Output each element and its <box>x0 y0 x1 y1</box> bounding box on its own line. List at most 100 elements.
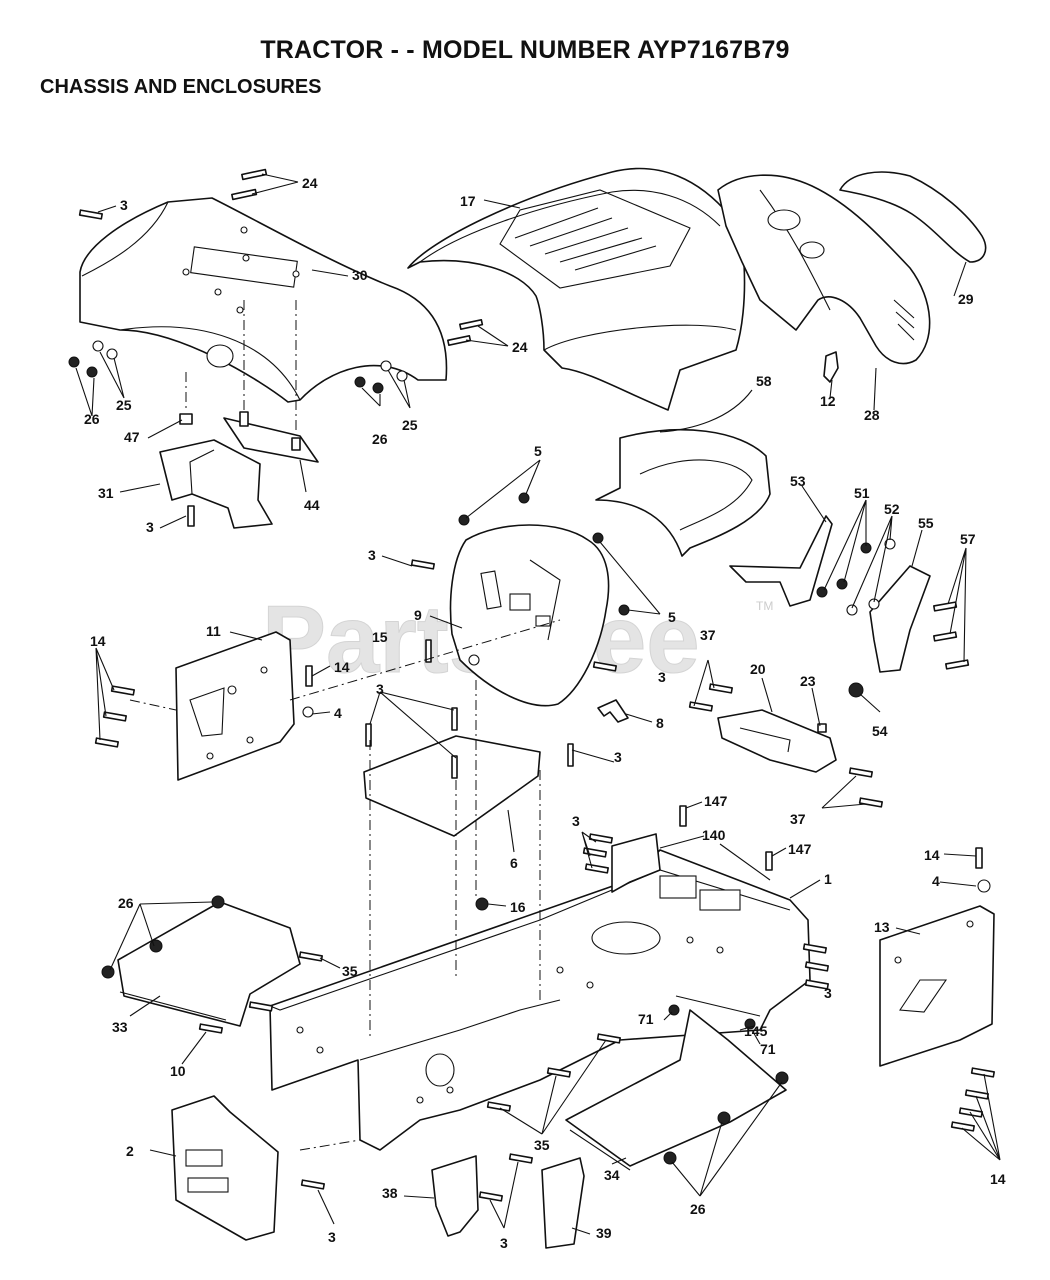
callout-17: 17 <box>460 193 476 209</box>
footrest-33[interactable] <box>117 901 301 1027</box>
callout-37: 37 <box>790 811 806 827</box>
callout-8: 8 <box>656 715 664 731</box>
callout-33: 33 <box>112 1019 128 1035</box>
callout-3: 3 <box>120 197 128 213</box>
callout-4: 4 <box>334 705 342 721</box>
callout-29: 29 <box>958 291 974 307</box>
bracket-31[interactable] <box>159 439 273 529</box>
callout-26: 26 <box>118 895 134 911</box>
bracket-39[interactable] <box>541 1157 585 1249</box>
callout-1: 1 <box>824 871 832 887</box>
callout-14: 14 <box>924 847 940 863</box>
nut-51c[interactable] <box>816 586 828 598</box>
callout-3: 3 <box>376 681 384 697</box>
callout-147: 147 <box>704 793 728 809</box>
nut-51b[interactable] <box>836 578 848 590</box>
callout-3: 3 <box>368 547 376 563</box>
callout-24: 24 <box>512 339 528 355</box>
callout-25: 25 <box>402 417 418 433</box>
callout-34: 34 <box>604 1167 620 1183</box>
callout-15: 15 <box>372 629 388 645</box>
callout-16: 16 <box>510 899 526 915</box>
plate-44[interactable] <box>223 411 319 463</box>
callout-47: 47 <box>124 429 140 445</box>
callout-6: 6 <box>510 855 518 871</box>
footrest-34[interactable] <box>565 1009 787 1171</box>
callout-5: 5 <box>534 443 542 459</box>
bolt-147a[interactable] <box>679 805 687 827</box>
callout-13: 13 <box>874 919 890 935</box>
dash-panel-30[interactable] <box>79 197 448 403</box>
callout-5: 5 <box>668 609 676 625</box>
callout-14: 14 <box>990 1171 1006 1187</box>
leader-lines <box>75 173 1001 1235</box>
front-bracket-2[interactable] <box>171 1095 279 1241</box>
callout-145: 145 <box>744 1023 768 1039</box>
bracket-38[interactable] <box>431 1155 479 1237</box>
washer-52b[interactable] <box>868 598 880 610</box>
callout-38: 38 <box>382 1185 398 1201</box>
callout-14: 14 <box>334 659 350 675</box>
nut-5c[interactable] <box>618 604 630 616</box>
callout-3: 3 <box>572 813 580 829</box>
callout-39: 39 <box>596 1225 612 1241</box>
callout-28: 28 <box>864 407 880 423</box>
callout-3: 3 <box>658 669 666 685</box>
callout-12: 12 <box>820 393 836 409</box>
washer-52c[interactable] <box>846 604 858 616</box>
callout-2: 2 <box>126 1143 134 1159</box>
callout-58: 58 <box>756 373 772 389</box>
callout-24: 24 <box>302 175 318 191</box>
callout-11: 11 <box>206 623 221 639</box>
callout-26: 26 <box>372 431 388 447</box>
nut-5b[interactable] <box>592 532 604 544</box>
callout-26: 26 <box>84 411 100 427</box>
bracket-53[interactable] <box>729 515 833 607</box>
bolt-147b[interactable] <box>765 851 773 871</box>
callout-26: 26 <box>690 1201 706 1217</box>
callout-71: 71 <box>760 1041 776 1057</box>
baffle-58[interactable] <box>595 429 771 557</box>
svg-text:TM: TM <box>756 599 773 613</box>
hood-17[interactable] <box>407 167 746 411</box>
nose-cap-29[interactable] <box>839 171 987 263</box>
clamp-8[interactable] <box>597 699 629 723</box>
side-panel-13[interactable] <box>879 905 995 1067</box>
callout-71: 71 <box>638 1011 654 1027</box>
bracket-12[interactable] <box>823 351 839 383</box>
knob-54[interactable] <box>848 682 864 698</box>
page-title: TRACTOR - - MODEL NUMBER AYP7167B79 <box>260 36 790 64</box>
nut-5a[interactable] <box>518 492 530 504</box>
callout-54: 54 <box>872 723 888 739</box>
rod-145[interactable] <box>675 995 761 1017</box>
nut-16[interactable] <box>475 897 489 911</box>
callout-14: 14 <box>90 633 106 649</box>
callout-4: 4 <box>932 873 940 889</box>
bracket-20[interactable] <box>717 709 837 773</box>
callout-3: 3 <box>146 519 154 535</box>
side-panel-11[interactable] <box>175 631 295 781</box>
callout-labels: 24 3 17 30 24 29 25 26 25 26 12 28 58 47… <box>84 175 1006 1251</box>
callout-3: 3 <box>614 749 622 765</box>
dash-tower-9[interactable] <box>449 524 610 707</box>
callout-3: 3 <box>500 1235 508 1251</box>
callout-55: 55 <box>918 515 934 531</box>
callout-30: 30 <box>352 267 368 283</box>
plate-6[interactable] <box>363 735 541 837</box>
grommet-47[interactable] <box>179 413 193 425</box>
bracket-55[interactable] <box>869 565 931 673</box>
callout-44: 44 <box>304 497 320 513</box>
callout-23: 23 <box>800 673 816 689</box>
callout-10: 10 <box>170 1063 186 1079</box>
fasteners <box>68 168 995 1202</box>
callout-53: 53 <box>790 473 806 489</box>
callout-51: 51 <box>854 485 870 501</box>
grille-28[interactable] <box>717 174 931 365</box>
callout-20: 20 <box>750 661 766 677</box>
section-title: CHASSIS AND ENCLOSURES <box>40 76 322 98</box>
callout-35: 35 <box>342 963 358 979</box>
callout-140: 140 <box>702 827 726 843</box>
bracket-140[interactable] <box>611 833 661 893</box>
callout-147: 147 <box>788 841 812 857</box>
